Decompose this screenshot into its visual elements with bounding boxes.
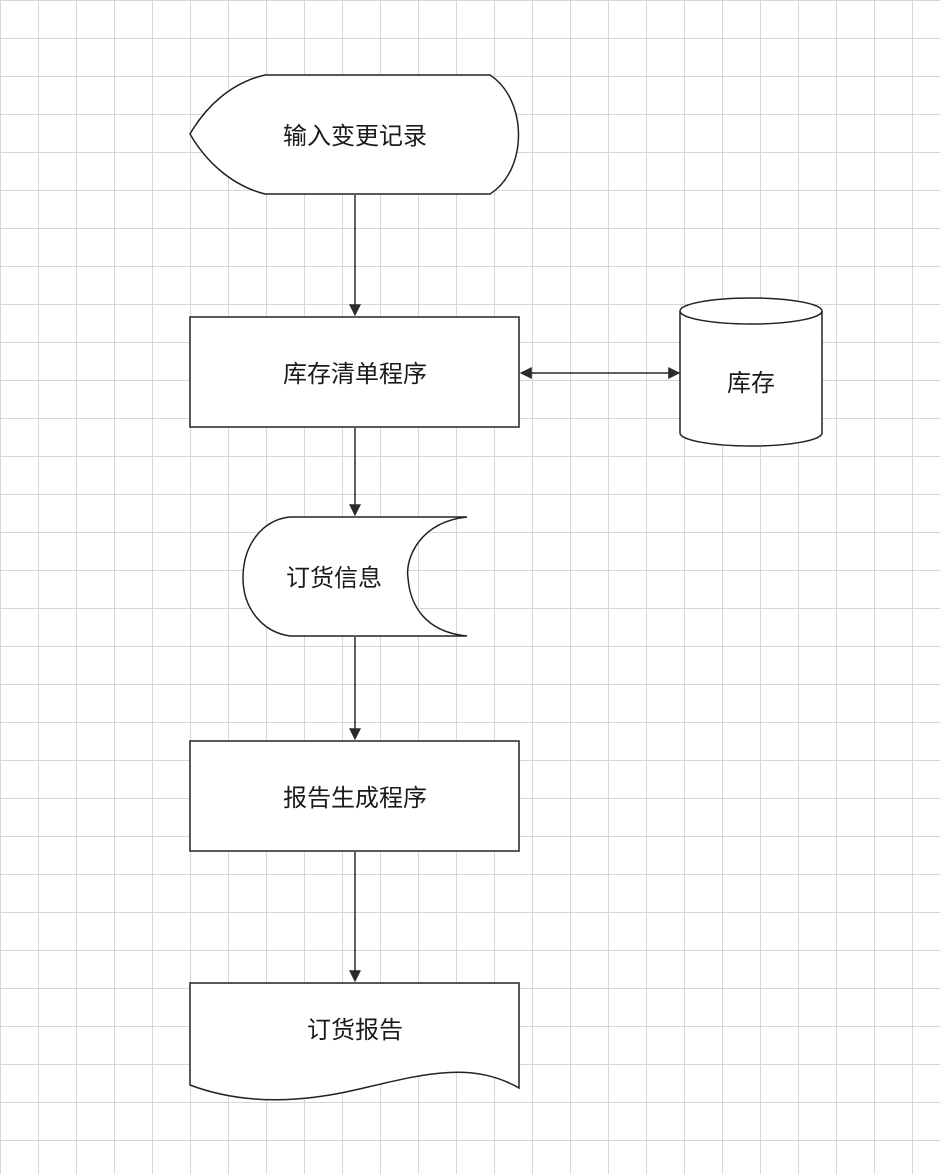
node-label: 报告生成程序 <box>283 784 427 812</box>
node-input-display[interactable]: 输入变更记录 <box>189 74 520 195</box>
node-inventory-program[interactable]: 库存清单程序 <box>189 316 520 428</box>
node-order-info-stored-data[interactable]: 订货信息 <box>242 516 468 637</box>
node-label: 库存 <box>727 369 775 397</box>
node-label: 库存清单程序 <box>283 360 427 388</box>
node-label: 订货信息 <box>286 564 382 592</box>
node-report-program[interactable]: 报告生成程序 <box>189 740 520 852</box>
node-label: 输入变更记录 <box>283 122 427 150</box>
node-order-report-document[interactable]: 订货报告 <box>189 982 520 1101</box>
node-inventory-database[interactable]: 库存 <box>679 297 823 447</box>
node-label: 订货报告 <box>307 1016 403 1044</box>
